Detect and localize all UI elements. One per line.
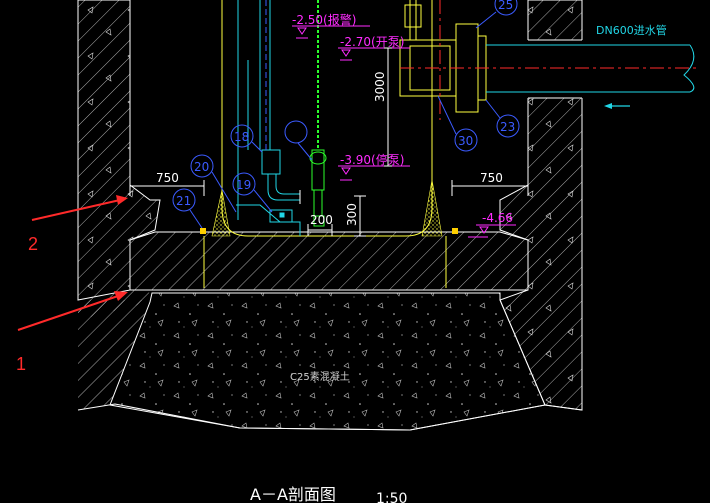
svg-text:1:50: 1:50 (376, 491, 407, 503)
right-sand-fill (421, 179, 443, 237)
left-sand-fill (211, 189, 231, 237)
svg-text:3000: 3000 (373, 71, 387, 102)
callout-19-top (284, 120, 313, 161)
svg-text:23: 23 (500, 120, 515, 134)
discharge-pipe (247, 0, 301, 204)
svg-text:-2.50(报警): -2.50(报警) (292, 12, 356, 27)
svg-text:21: 21 (176, 194, 191, 208)
svg-text:1: 1 (16, 354, 26, 374)
dimension-right-750: 750 (451, 171, 529, 196)
svg-text:A－A剖面图: A－A剖面图 (250, 485, 336, 503)
drawing-title: A－A剖面图 1:50 (250, 485, 407, 503)
callout-25: 25 (475, 0, 518, 29)
callout-20: 20 (190, 154, 237, 213)
callout-18: 18 (230, 124, 263, 153)
callout-23: 23 (485, 99, 520, 138)
pump-chain (309, 0, 327, 227)
level-mark-pump-start: -2.70(开泵) (338, 35, 410, 61)
pipe-support (236, 204, 301, 236)
svg-text:200: 200 (310, 213, 333, 227)
svg-text:2: 2 (28, 234, 38, 254)
concrete-foundation: C25素混凝土 (109, 292, 546, 431)
inlet-pipe (486, 44, 695, 93)
dimension-left-750: 750 (129, 171, 205, 196)
dimension-3000: 3000 (373, 47, 392, 167)
level-mark-alarm: -2.50(报警) (292, 12, 370, 39)
svg-text:750: 750 (480, 171, 503, 185)
base-slab (129, 231, 529, 291)
flow-arrow-icon (604, 103, 630, 109)
svg-text:-3.90(停泵): -3.90(停泵) (340, 152, 404, 167)
callout-21: 21 (172, 188, 203, 229)
level-mark-pump-stop: -3.90(停泵) (338, 152, 410, 181)
marker-arrow-2: 2 (28, 195, 128, 254)
svg-text:20: 20 (194, 160, 209, 174)
svg-text:18: 18 (234, 130, 249, 144)
svg-text:-2.70(开泵): -2.70(开泵) (340, 35, 404, 49)
svg-text:30: 30 (458, 134, 473, 148)
marker-arrow-1: 1 (16, 291, 128, 374)
svg-text:19: 19 (236, 178, 251, 192)
concrete-label: C25素混凝土 (290, 370, 350, 383)
inlet-pipe-label: DN600进水管 (596, 23, 667, 37)
svg-text:-4.66: -4.66 (482, 211, 513, 225)
right-bolt-icon (452, 228, 458, 234)
dimension-300: 300 (345, 195, 366, 237)
dimension-200: 200 (307, 213, 333, 236)
svg-text:300: 300 (345, 203, 359, 226)
callout-19: 19 (232, 172, 273, 213)
callout-30: 30 (437, 95, 478, 152)
inlet-flange (399, 0, 528, 113)
left-bolt-icon (200, 228, 206, 234)
left-wall (77, 0, 161, 410)
level-mark-bottom: -4.66 (468, 211, 516, 238)
right-wall (499, 0, 583, 411)
svg-text:750: 750 (156, 171, 179, 185)
svg-text:25: 25 (498, 0, 513, 12)
inlet-wall-opening (520, 40, 584, 98)
